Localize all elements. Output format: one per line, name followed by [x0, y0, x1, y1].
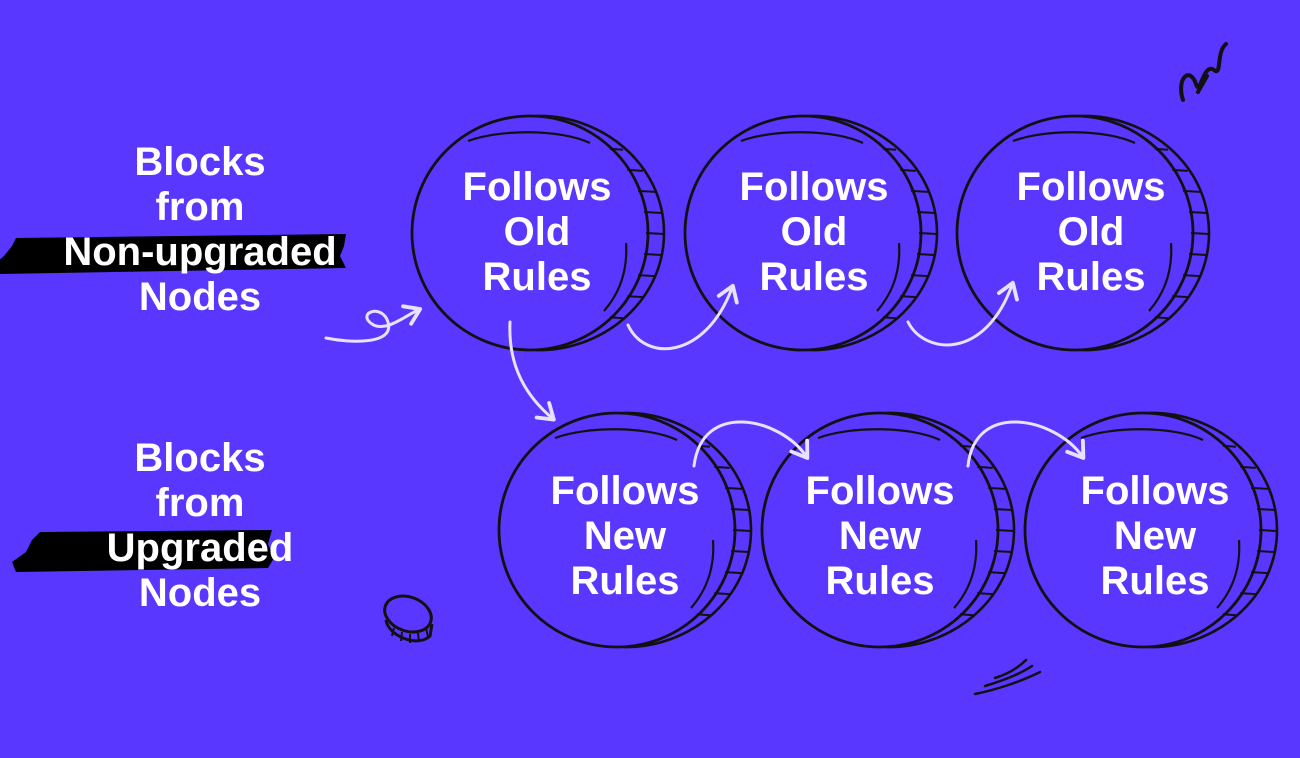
coin-block-old-1: [410, 114, 666, 352]
arrow-icon: [692, 420, 810, 468]
block-label-line: New: [838, 514, 922, 558]
block-label-line: Follows: [462, 165, 612, 209]
speed-lines-icon: [973, 658, 1042, 696]
highlight-stroke: [12, 530, 274, 572]
block-label-line: Old: [503, 210, 571, 254]
block-label-line: New: [583, 514, 667, 558]
legend-new: Blocks from Upgraded Nodes: [12, 436, 360, 616]
block-label-line: Follows: [1080, 469, 1230, 513]
arrow-icon: [324, 304, 423, 343]
arrow-icon: [626, 283, 739, 351]
legend-old-highlight: Non-upgraded: [0, 230, 380, 275]
block-new-1-label: Follows New Rules: [505, 469, 745, 604]
coin-block-new-3: [1023, 411, 1279, 649]
arrow-icon: [508, 320, 556, 422]
block-label-line: Follows: [739, 165, 889, 209]
block-label-line: Follows: [805, 469, 955, 513]
arrows: [324, 280, 1086, 468]
coin-block-old-3: [955, 114, 1211, 352]
arrow-icon: [906, 280, 1019, 347]
block-label-line: New: [1113, 514, 1197, 558]
legend-old: Blocks from Non-upgraded Nodes: [0, 140, 380, 320]
block-label-line: Old: [780, 210, 848, 254]
arrow-icon: [966, 420, 1086, 468]
block-label-line: Rules: [570, 559, 680, 603]
highlight-stroke: [0, 234, 346, 274]
block-label-line: Rules: [1100, 559, 1210, 603]
block-new-3-label: Follows New Rules: [1035, 469, 1275, 604]
block-label-line: Rules: [825, 559, 935, 603]
legend-old-line2: from: [155, 185, 245, 229]
squiggle-icon: [1179, 42, 1228, 102]
legend-old-highlight-text: Non-upgraded: [63, 230, 337, 274]
coins-row-old: [410, 114, 1211, 352]
coins-row-new: [497, 411, 1279, 649]
block-old-2-label: Follows Old Rules: [694, 165, 934, 300]
block-label-line: Follows: [550, 469, 700, 513]
block-new-2-label: Follows New Rules: [760, 469, 1000, 604]
block-old-3-label: Follows Old Rules: [971, 165, 1211, 300]
legend-old-line1: Blocks: [134, 140, 266, 184]
block-label-line: Rules: [759, 255, 869, 299]
block-old-1-label: Follows Old Rules: [417, 165, 657, 300]
legend-new-line1: Blocks: [134, 436, 266, 480]
block-label-line: Old: [1057, 210, 1125, 254]
legend-new-highlight-text: Upgraded: [106, 526, 294, 570]
block-label-line: Follows: [1016, 165, 1166, 209]
legend-old-line4: Nodes: [138, 275, 262, 319]
coin-block-old-2: [683, 114, 939, 352]
legend-new-highlight: Upgraded: [12, 526, 360, 572]
legend-new-line2: from: [155, 481, 245, 525]
coin-block-new-1: [497, 411, 753, 649]
legend-new-line4: Nodes: [138, 571, 262, 615]
block-label-line: Rules: [1036, 255, 1146, 299]
coin-block-new-2: [760, 411, 1016, 649]
block-label-line: Rules: [482, 255, 592, 299]
coin-icon: [383, 594, 434, 643]
